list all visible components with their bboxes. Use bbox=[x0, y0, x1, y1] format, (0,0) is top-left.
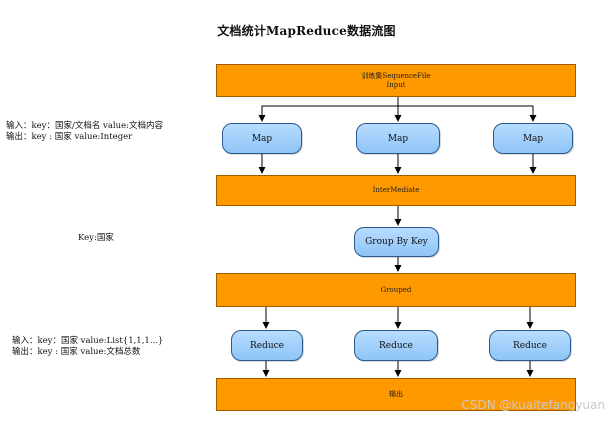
watermark: CSDN @kuaitefangyuan bbox=[461, 398, 605, 412]
diagram-title: 文档统计MapReduce数据流图 bbox=[217, 24, 396, 38]
reduce-node-3: Reduce bbox=[489, 330, 571, 361]
reduce-output-note: 输出：key : 国家 value:文档总数 bbox=[12, 347, 141, 357]
input-bar: 训练集SequenceFile Input bbox=[216, 64, 576, 97]
map-node-1: Map bbox=[222, 123, 302, 154]
intermediate-bar: InterMediate bbox=[216, 175, 576, 206]
input-bar-line2: Input bbox=[386, 80, 406, 89]
reduce-node-2: Reduce bbox=[354, 330, 438, 361]
reduce-input-note: 输入：key：国家 value:List{1,1,1...} bbox=[12, 336, 164, 346]
group-by-key-node: Group By Key bbox=[354, 227, 439, 257]
map-input-note: 输入：key：国家/文档名 value:文档内容 bbox=[6, 121, 164, 131]
grouped-bar: Grouped bbox=[216, 273, 576, 307]
input-bar-line1: 训练集SequenceFile bbox=[361, 71, 431, 80]
map-node-2: Map bbox=[356, 123, 440, 154]
reduce-node-1: Reduce bbox=[231, 330, 303, 361]
output-bar: 输出 bbox=[216, 378, 576, 411]
arrow-input-to-map-1 bbox=[258, 97, 399, 122]
map-node-3: Map bbox=[493, 123, 573, 154]
map-output-note: 输出：key : 国家 value:Integer bbox=[6, 132, 133, 142]
group-key-note: Key:国家 bbox=[78, 233, 114, 243]
arrow-input-to-map-3 bbox=[398, 105, 537, 122]
